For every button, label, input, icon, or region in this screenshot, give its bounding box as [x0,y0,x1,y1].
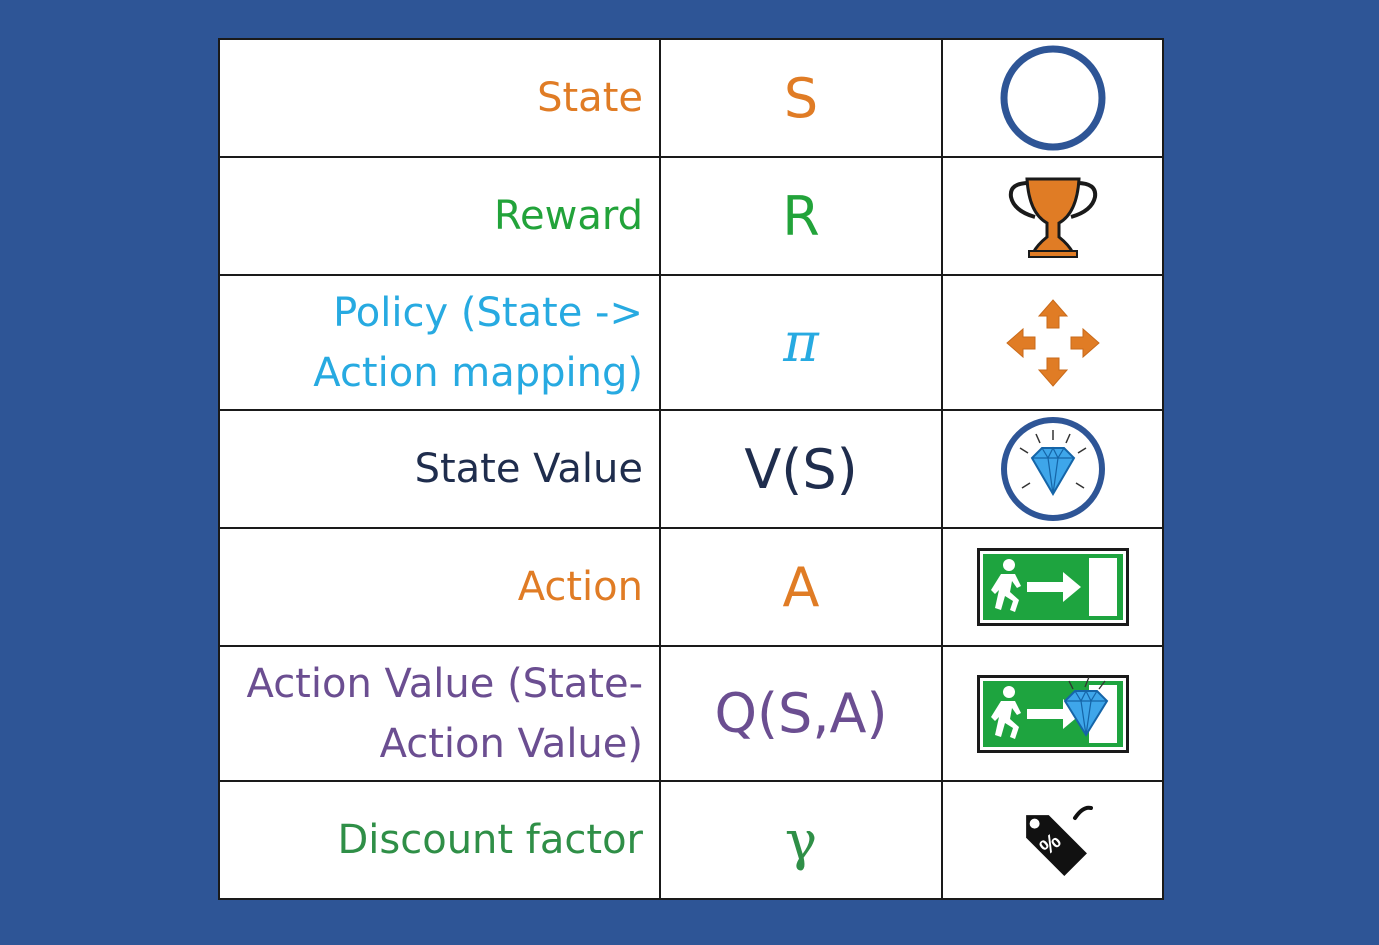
diamond-in-circle-icon [1000,417,1105,521]
trophy-icon [1008,177,1097,258]
discount-tag-icon: % [1025,805,1093,876]
table-row-action: Action A [218,527,1164,647]
icon-cell-discount: % [941,780,1164,900]
table-row-discount: Discount factor γ % [218,780,1164,900]
exit-sign-diamond-icon [976,674,1129,753]
term-state: State [218,38,661,158]
symbol-policy: π [659,274,943,411]
icon-cell-reward [941,156,1164,276]
symbol-state: S [659,38,943,158]
table-row-reward: Reward R [218,156,1164,276]
icon-cell-action-value [941,645,1164,782]
term-action-value: Action Value (State-Action Value) [218,645,661,782]
symbol-action-value: Q(S,A) [659,645,943,782]
icon-cell-action [941,527,1164,647]
symbol-action: A [659,527,943,647]
term-policy: Policy (State -> Action mapping) [218,274,661,411]
symbol-state-value: V(S) [659,409,943,529]
table-row-state-value: State Value V(S) [218,409,1164,529]
table-row-action-value: Action Value (State-Action Value) Q(S,A) [218,645,1164,782]
symbol-reward: R [659,156,943,276]
circle-icon [1000,45,1105,151]
icon-cell-policy [941,274,1164,411]
rl-terms-table: State S Reward R Policy ( [218,38,1164,900]
four-arrows-icon [1005,298,1100,387]
icon-cell-state-value [941,409,1164,529]
term-discount: Discount factor [218,780,661,900]
exit-sign-icon [976,548,1129,626]
symbol-discount: γ [659,780,943,900]
icon-cell-state [941,38,1164,158]
term-state-value: State Value [218,409,661,529]
table-row-state: State S [218,38,1164,158]
table-row-policy: Policy (State -> Action mapping) π [218,274,1164,411]
term-reward: Reward [218,156,661,276]
term-action: Action [218,527,661,647]
